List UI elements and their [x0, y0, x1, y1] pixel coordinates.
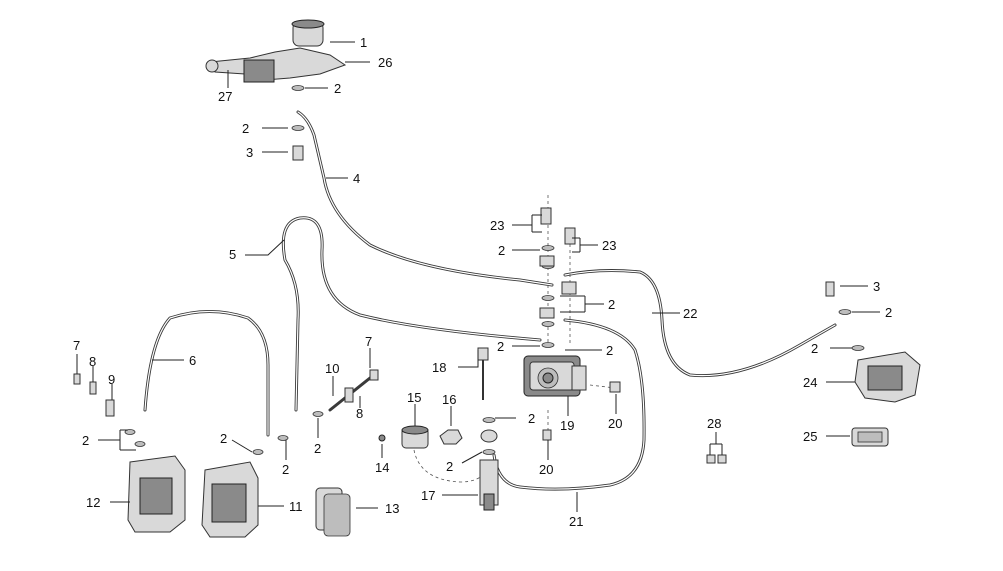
callout-2: 2 [608, 297, 615, 312]
abs-banjo-stack [539, 207, 577, 348]
callout-26: 26 [378, 55, 392, 70]
callout-28: 28 [707, 416, 721, 431]
callout-9: 9 [108, 372, 115, 387]
callout-16: 16 [442, 392, 456, 407]
callout-2: 2 [282, 462, 289, 477]
leader-lines [76, 41, 880, 512]
callout-2: 2 [446, 459, 453, 474]
callout-8: 8 [89, 354, 96, 369]
callout-labels: 1 26 27 2 2 3 4 5 23 23 2 2 2 2 22 3 2 2… [73, 35, 892, 529]
callout-2: 2 [528, 411, 535, 426]
right-front-caliper [201, 461, 259, 538]
rear-reservoir [378, 425, 463, 449]
callout-4: 4 [353, 171, 360, 186]
callout-2: 2 [885, 305, 892, 320]
callout-2: 2 [314, 441, 321, 456]
callout-2: 2 [498, 243, 505, 258]
callout-20: 20 [608, 416, 622, 431]
callout-13: 13 [385, 501, 399, 516]
callout-21: 21 [569, 514, 583, 529]
callout-6: 6 [189, 353, 196, 368]
callout-20: 20 [539, 462, 553, 477]
callout-3: 3 [873, 279, 880, 294]
abs-unit [523, 355, 587, 397]
callout-7: 7 [365, 334, 372, 349]
callout-14: 14 [375, 460, 389, 475]
callout-11: 11 [289, 499, 303, 514]
callout-19: 19 [560, 418, 574, 433]
callout-22: 22 [683, 306, 697, 321]
callout-7: 7 [73, 338, 80, 353]
callout-2: 2 [82, 433, 89, 448]
rear-brake-pads [851, 427, 889, 447]
callout-12: 12 [86, 495, 100, 510]
callout-10: 10 [325, 361, 339, 376]
callout-25: 25 [803, 429, 817, 444]
callout-8: 8 [356, 406, 363, 421]
callout-17: 17 [421, 488, 435, 503]
rear-caliper [854, 351, 921, 403]
callout-15: 15 [407, 390, 421, 405]
front-brake-pads [315, 487, 351, 537]
callout-23: 23 [602, 238, 616, 253]
callout-2: 2 [242, 121, 249, 136]
callout-1: 1 [360, 35, 367, 50]
callout-27: 27 [218, 89, 232, 104]
callout-5: 5 [229, 247, 236, 262]
left-front-caliper [127, 455, 186, 533]
callout-2: 2 [220, 431, 227, 446]
rear-master-cylinder [477, 347, 499, 511]
callout-2: 2 [606, 343, 613, 358]
front-master-cylinder [205, 19, 347, 83]
callout-24: 24 [803, 375, 817, 390]
callout-18: 18 [432, 360, 446, 375]
callout-2: 2 [811, 341, 818, 356]
callout-2: 2 [334, 81, 341, 96]
callout-23: 23 [490, 218, 504, 233]
callout-2: 2 [497, 339, 504, 354]
callout-3: 3 [246, 145, 253, 160]
